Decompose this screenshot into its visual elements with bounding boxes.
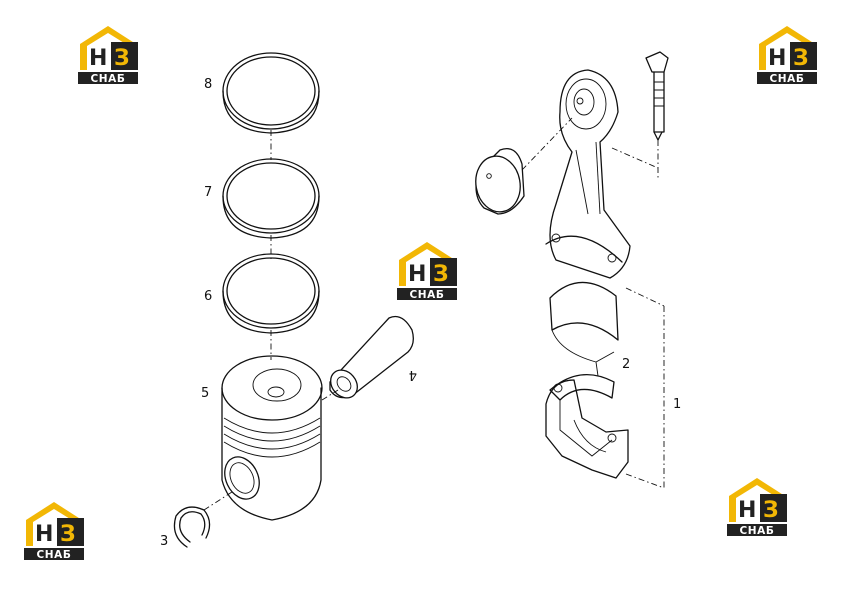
logo-letter-h: Н [768, 46, 786, 71]
connecting-rod-bolt [645, 51, 669, 141]
callout-5: 5 [201, 386, 209, 401]
piston-ring-oil [222, 253, 320, 334]
logo-dark-block [111, 42, 138, 70]
bushing-axis-line [521, 117, 573, 171]
logo-letter-z: З [793, 46, 809, 71]
bracket-bottom-line [625, 473, 665, 489]
logo-letter-h: Н [738, 498, 756, 523]
logo-caption: СНАБ [769, 73, 804, 85]
bearing-shell-lower [549, 374, 615, 457]
logo-caption-bar [397, 288, 457, 300]
bearing-shell-upper [549, 281, 619, 377]
logo-caption: СНАБ [739, 525, 774, 537]
logo-dark-block [430, 258, 457, 286]
snap-ring-axis-line [203, 491, 233, 511]
bracket-top-line [625, 287, 665, 307]
logo-caption-bar [24, 548, 84, 560]
logo-caption-bar [757, 72, 817, 84]
logo-caption: СНАБ [90, 73, 125, 85]
piston-ring-middle [222, 158, 320, 239]
logo-letter-z: З [763, 498, 779, 523]
callout-4: 4 [409, 367, 417, 382]
connecting-rod [545, 69, 631, 279]
piston-ring-top [222, 52, 320, 134]
callout-1: 1 [673, 397, 681, 412]
logo-letter-h: Н [408, 262, 426, 287]
snap-ring [173, 506, 211, 548]
logo-caption-bar [78, 72, 138, 84]
logo-dark-block [790, 42, 817, 70]
callout-3: 3 [160, 534, 168, 549]
callout-6: 6 [204, 289, 212, 304]
logo-letter-h: Н [35, 522, 53, 547]
logo-letter-z: З [433, 262, 449, 287]
logo-caption: СНАБ [36, 549, 71, 561]
piston-pin [329, 315, 414, 399]
bolt-leader-line [611, 147, 659, 169]
callout-8: 8 [204, 77, 212, 92]
logo-dark-block [57, 518, 84, 546]
small-end-bushing [475, 147, 525, 215]
logo-letter-z: З [60, 522, 76, 547]
logo-letter-z: З [114, 46, 130, 71]
logo-caption-bar [727, 524, 787, 536]
rod-cap [545, 379, 629, 479]
pin-axis-line [321, 389, 339, 401]
logo-dark-block [760, 494, 787, 522]
piston [221, 355, 323, 521]
callout-2: 2 [622, 357, 630, 372]
callout-7: 7 [204, 185, 212, 200]
logo-caption: СНАБ [409, 289, 444, 301]
logo-letter-h: Н [89, 46, 107, 71]
